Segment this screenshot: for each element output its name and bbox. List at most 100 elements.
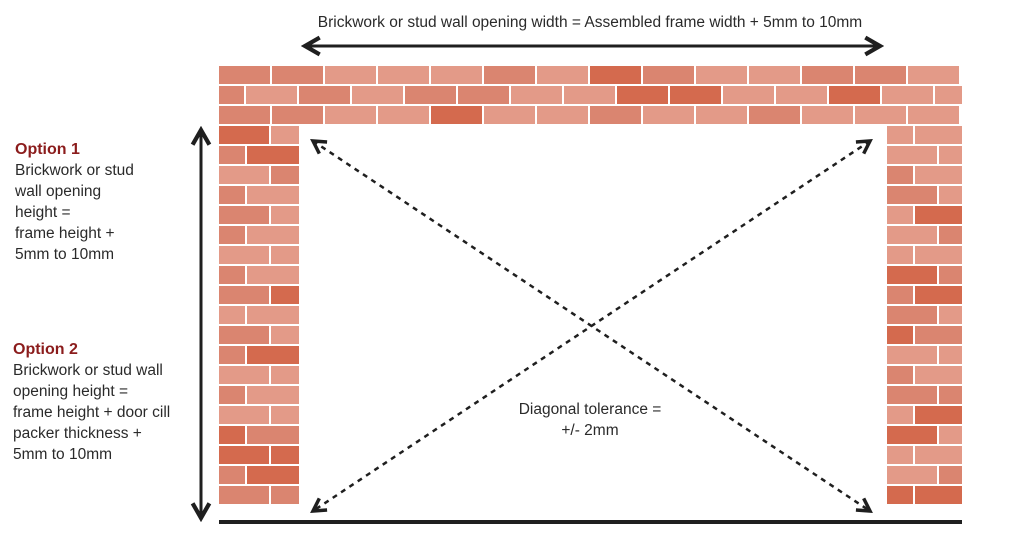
- brick: [219, 206, 269, 224]
- brick: [643, 66, 694, 84]
- brick: [219, 146, 245, 164]
- brick: [776, 86, 827, 104]
- brick: [325, 66, 376, 84]
- brick: [887, 446, 913, 464]
- brick: [564, 86, 615, 104]
- brick: [484, 66, 535, 84]
- brick: [219, 386, 245, 404]
- brick: [219, 466, 245, 484]
- brick: [696, 66, 747, 84]
- brick: [887, 246, 913, 264]
- brick: [939, 386, 962, 404]
- brick: [247, 426, 299, 444]
- option-1-block: Option 1 Brickwork or stud wall opening …: [15, 139, 205, 265]
- brick: [887, 386, 937, 404]
- brick: [908, 106, 959, 124]
- brickwork: [219, 66, 962, 504]
- brick: [219, 286, 269, 304]
- brick: [458, 86, 509, 104]
- brick: [887, 366, 913, 384]
- brick: [696, 106, 747, 124]
- brick: [887, 406, 913, 424]
- brick: [271, 246, 299, 264]
- brick: [590, 66, 641, 84]
- brick: [882, 86, 933, 104]
- diagonal-tolerance-label: Diagonal tolerance = +/- 2mm: [470, 399, 710, 441]
- brick: [939, 346, 962, 364]
- brick: [219, 346, 245, 364]
- diagonal-tolerance-text: Diagonal tolerance = +/- 2mm: [518, 401, 662, 439]
- opening-width-label: Brickwork or stud wall opening width = A…: [230, 12, 950, 33]
- brick: [247, 346, 299, 364]
- brick: [887, 286, 913, 304]
- brick: [915, 486, 962, 504]
- brick: [855, 106, 906, 124]
- brick: [378, 66, 429, 84]
- brick: [247, 266, 299, 284]
- diagonal-arrow-2: [313, 141, 870, 511]
- brick: [915, 326, 962, 344]
- brick: [939, 466, 962, 484]
- brick: [271, 366, 299, 384]
- brick: [887, 146, 937, 164]
- brick: [219, 266, 245, 284]
- brick: [247, 306, 299, 324]
- brick: [915, 286, 962, 304]
- brick: [271, 166, 299, 184]
- brick: [271, 446, 299, 464]
- brick: [219, 366, 269, 384]
- brick: [219, 106, 270, 124]
- brick: [272, 106, 323, 124]
- brick: [887, 126, 913, 144]
- brick: [749, 106, 800, 124]
- brick: [939, 306, 962, 324]
- brick: [271, 126, 299, 144]
- brick: [935, 86, 962, 104]
- option-2-block: Option 2 Brickwork or stud wall opening …: [13, 339, 203, 465]
- brick: [537, 106, 588, 124]
- brick: [431, 66, 482, 84]
- brick: [271, 486, 299, 504]
- brick: [247, 466, 299, 484]
- brick: [939, 266, 962, 284]
- option-1-title: Option 1: [15, 141, 80, 158]
- brick: [219, 226, 245, 244]
- brick: [887, 206, 913, 224]
- brick: [405, 86, 456, 104]
- brick: [484, 106, 535, 124]
- brick: [247, 146, 299, 164]
- brick: [219, 426, 245, 444]
- brick: [915, 246, 962, 264]
- brick: [271, 206, 299, 224]
- brick: [617, 86, 668, 104]
- brick: [887, 266, 937, 284]
- brick: [246, 86, 297, 104]
- brick: [887, 226, 937, 244]
- brick: [855, 66, 906, 84]
- brick: [915, 446, 962, 464]
- brick: [325, 106, 376, 124]
- brick: [887, 326, 913, 344]
- brick: [537, 66, 588, 84]
- brick: [247, 226, 299, 244]
- brick: [887, 426, 937, 444]
- brick: [271, 326, 299, 344]
- brick: [915, 126, 962, 144]
- brick: [939, 226, 962, 244]
- brick: [939, 146, 962, 164]
- brick: [271, 286, 299, 304]
- brick: [378, 106, 429, 124]
- brick: [431, 106, 482, 124]
- brick: [247, 186, 299, 204]
- brick: [511, 86, 562, 104]
- brick: [887, 306, 937, 324]
- brick: [802, 66, 853, 84]
- brick: [643, 106, 694, 124]
- brick: [670, 86, 721, 104]
- brick: [219, 126, 269, 144]
- brick: [887, 486, 913, 504]
- brick: [887, 466, 937, 484]
- option-1-text: Brickwork or stud wall opening height = …: [15, 162, 134, 263]
- brick: [939, 426, 962, 444]
